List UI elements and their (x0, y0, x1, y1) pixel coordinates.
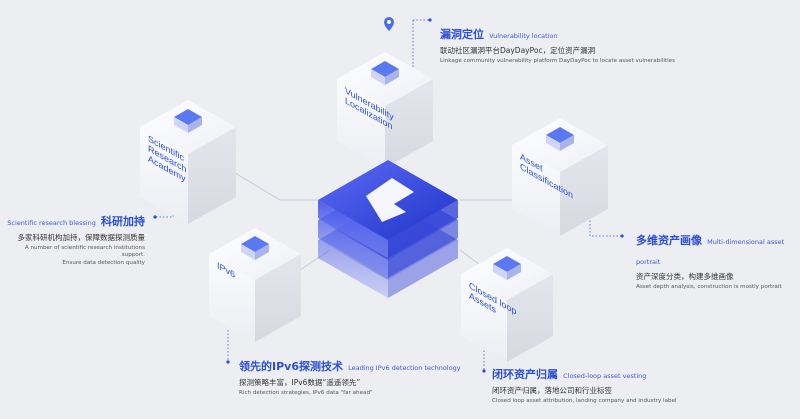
cube-top-icon (493, 256, 521, 280)
platform-layer-right (388, 220, 458, 278)
feature-desc-en-2: Ensure data detection quality (62, 260, 145, 267)
feature-ipv6: 领先的IPv6探测技术 Leading IPv6 detection techn… (239, 355, 461, 397)
platform-layer-left (318, 220, 388, 278)
central-platform (318, 160, 458, 298)
feature-title-en: Leading IPv6 detection technology (348, 364, 461, 372)
feature-title-cn: 科研加持 (101, 215, 145, 228)
feature-desc-cn: 多家科研机构加持，保障数据探测质量 (17, 233, 146, 242)
cube-ipv6: IPv6 (209, 228, 301, 342)
feature-title-en: Multi-dimensional asset portrait (636, 238, 785, 266)
location-pin-icon (384, 17, 394, 31)
cube-right-face (385, 79, 433, 168)
feature-research: Scientific research blessing 科研加持 多家科研机构… (0, 210, 145, 267)
platform-layer-right (388, 240, 458, 298)
logo-icon (366, 178, 414, 222)
feature-title-cn: 领先的IPv6探测技术 (239, 360, 343, 373)
platform-layer-right (388, 200, 458, 258)
feature-title-en: Closed-loop asset vesting (563, 372, 647, 380)
cube-top-icon (371, 61, 399, 85)
leader-dots (153, 18, 624, 373)
cube-right-face (560, 145, 608, 236)
cube-top-icon (546, 127, 574, 151)
cube-left-face (337, 79, 385, 168)
feature-closedloop: 闭环资产归属 Closed-loop asset vesting 闭环资产归属，… (492, 363, 677, 405)
feature-desc-cn: 闭环资产归属，落地公司和行业标签 (492, 386, 612, 395)
feature-desc-en: Closed loop asset attribution, landing c… (492, 398, 677, 405)
cube-left-face (140, 127, 188, 224)
feature-vulnerability: 漏洞定位 Vulnerability location 联动社区漏洞平台DayD… (440, 23, 675, 65)
cube-right-face (188, 127, 236, 224)
feature-desc-cn: 资产深度分类，构建多维画像 (636, 272, 734, 281)
feature-desc-en: Rich detection strategies, IPv6 data "fa… (239, 390, 373, 397)
feature-desc-en: Linkage community vulnerability platform… (440, 58, 675, 65)
cube-top-icon (174, 109, 202, 133)
feature-title-en: Scientific research blessing (7, 219, 96, 227)
feature-desc-cn: 联动社区漏洞平台DayDayPoc，定位资产漏洞 (440, 46, 596, 55)
cube-right-face (507, 274, 553, 362)
cube-left-face (461, 274, 507, 362)
platform-layer-left (318, 240, 388, 298)
feature-portrait: 多维资产画像 Multi-dimensional asset portrait … (636, 229, 800, 291)
feature-title-cn: 闭环资产归属 (492, 368, 558, 381)
feature-desc-en: Asset depth analysis, construction is mo… (636, 284, 782, 291)
feature-desc-cn: 探测策略丰富，IPv6数据“遥遥领先” (239, 378, 361, 387)
cube-top-icon (241, 236, 269, 260)
feature-title-cn: 多维资产画像 (636, 234, 702, 247)
platform-layer-left (318, 200, 388, 258)
feature-title-cn: 漏洞定位 (440, 28, 484, 41)
cube-left-face (512, 145, 560, 236)
feature-desc-en-1: A number of scientific research institut… (24, 245, 145, 259)
dotted-leaders (155, 19, 620, 370)
feature-title-en: Vulnerability location (489, 32, 558, 40)
cube-left-face (209, 254, 255, 342)
cube-right-face (255, 254, 301, 342)
